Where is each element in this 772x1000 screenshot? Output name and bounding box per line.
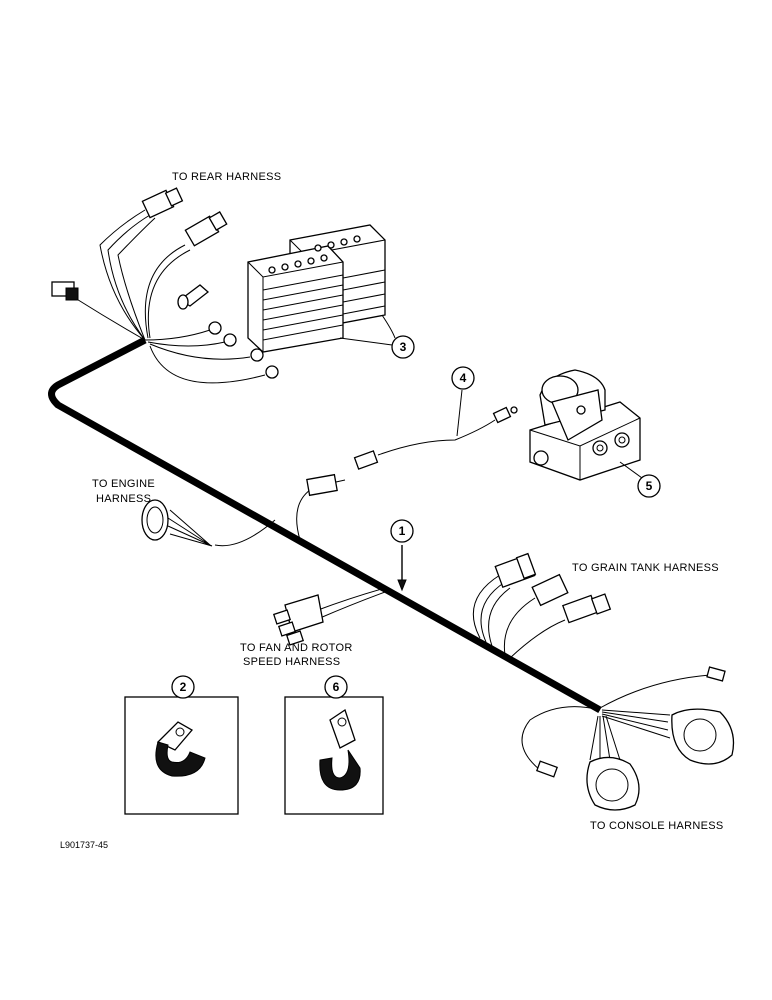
label-grain-tank: TO GRAIN TANK HARNESS [572, 562, 719, 574]
callout-6-label: 6 [333, 680, 340, 694]
console-connectors [521, 666, 735, 811]
callout-3: 3 [391, 335, 415, 359]
callout-3-label: 3 [400, 340, 407, 354]
label-console-harness: TO CONSOLE HARNESS [590, 820, 724, 832]
main-harness [48, 336, 602, 714]
label-fan-rotor-1: TO FAN AND ROTOR [240, 642, 353, 654]
callout-2: 2 [171, 675, 195, 699]
engine-harness-connector [141, 499, 276, 547]
label-fan-rotor-2: SPEED HARNESS [243, 656, 340, 668]
callout-5-label: 5 [646, 479, 653, 493]
label-engine-harness-2: HARNESS [96, 493, 151, 505]
callout-1-label: 1 [399, 524, 406, 538]
label-engine-harness-1: TO ENGINE [92, 478, 155, 490]
label-rear-harness: TO REAR HARNESS [172, 171, 281, 183]
clamp-panel-2 [124, 694, 239, 815]
inline-connector [296, 473, 346, 541]
callout-6: 6 [324, 675, 348, 699]
rear-harness-connectors [51, 187, 279, 384]
callout-1: 1 [390, 519, 414, 592]
figure-code: L901737-45 [60, 840, 108, 850]
callout-2-label: 2 [180, 680, 187, 694]
valve-block [529, 369, 643, 481]
callout-4-label: 4 [460, 371, 467, 385]
fan-rotor-connector [272, 587, 386, 646]
sensor-lead [353, 389, 518, 470]
callout-5: 5 [637, 474, 661, 498]
clamp-panel-6 [284, 696, 384, 815]
grain-tank-connectors [472, 552, 612, 659]
callout-4: 4 [451, 366, 475, 390]
relay-stack [247, 224, 396, 353]
